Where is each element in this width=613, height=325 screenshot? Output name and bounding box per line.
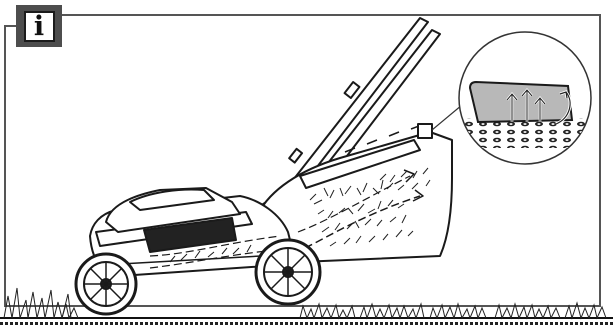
information-glyph: i <box>34 13 44 40</box>
indicator-window <box>470 82 572 122</box>
information-badge: i <box>16 5 62 47</box>
fill-indicator-callout <box>458 32 598 164</box>
rear-wheel <box>256 240 320 304</box>
information-icon: i <box>24 11 55 42</box>
front-wheel <box>76 254 136 314</box>
